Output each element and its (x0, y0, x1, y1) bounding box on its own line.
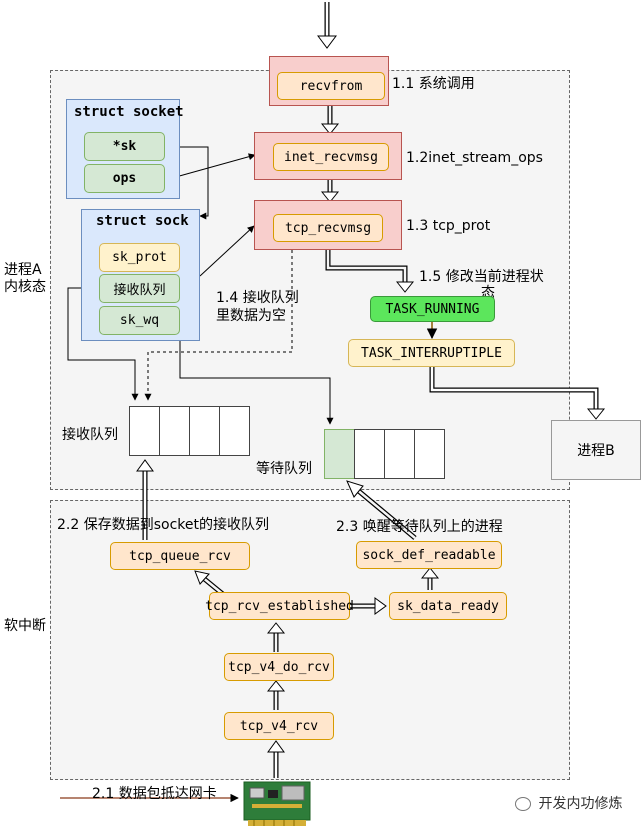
recv-queue-cell (159, 406, 190, 456)
wait-queue-cell (354, 429, 385, 479)
struct-sock-field-skprot: sk_prot (99, 243, 180, 272)
arrow-recvfrom-to-inet (320, 106, 340, 135)
arrow-skdataready-to-sockdef (420, 567, 440, 590)
task-interruptible-node: TASK_INTERRUPTIPLE (348, 339, 515, 367)
recv-queue-cell (219, 406, 250, 456)
arrow-skwq-to-waitqueue (179, 322, 334, 425)
arrow-ops-to-inet (164, 153, 256, 181)
struct-sock-title: struct sock (96, 213, 189, 229)
arrow-established-to-skdataready (350, 597, 387, 615)
tcp-v4-rcv-node: tcp_v4_rcv (224, 712, 334, 740)
label-step-1-2: 1.2inet_stream_ops (406, 150, 543, 166)
recv-queue-cell (129, 406, 160, 456)
softirq-region-label: 软中断 (4, 618, 46, 634)
label-step-1-5-line1: 1.5 修改当前进程状 (419, 269, 544, 285)
arrow-nic-to-v4rcv (267, 740, 285, 778)
arrow-v4rcv-to-dorcv (266, 680, 286, 710)
tcp-rcv-established-node: tcp_rcv_established (205, 592, 354, 620)
recv-queue-cell (189, 406, 220, 456)
wait-queue-cell (384, 429, 415, 479)
label-step-2-1: 2.1 数据包抵达网卡 (92, 786, 217, 802)
arrow-tcp-dashed-to-queue (144, 250, 293, 401)
tcp-v4-do-rcv-node: tcp_v4_do_rcv (224, 653, 334, 681)
process-b-node: 进程B (551, 420, 641, 480)
network-card-icon (243, 781, 311, 826)
struct-socket-field-sk: *sk (84, 132, 165, 161)
label-step-1-1: 1.1 系统调用 (392, 76, 475, 92)
struct-sock-field-recvqueue: 接收队列 (99, 274, 180, 303)
arrow-inet-to-tcp (320, 180, 340, 203)
tcp-queue-rcv-node: tcp_queue_rcv (110, 542, 250, 570)
watermark: 开发内功修炼 (515, 793, 622, 813)
arrow-skprot-to-tcp (199, 225, 255, 277)
arrow-sk-to-sock (165, 146, 209, 220)
label-step-1-3: 1.3 tcp_prot (406, 218, 491, 234)
recv-queue-label: 接收队列 (62, 427, 118, 443)
wechat-icon (515, 797, 531, 811)
arrow-interruptible-to-processb (429, 365, 606, 420)
tcp-recvmsg-node: tcp_recvmsg (273, 214, 383, 242)
arrow-recvfield-to-queue (67, 287, 139, 401)
arrow-queuercv-to-recvqueue (136, 459, 154, 540)
sock-def-readable-node: sock_def_readable (356, 541, 502, 569)
struct-socket-title: struct socket (74, 104, 184, 120)
task-running-node: TASK_RUNNING (370, 296, 495, 322)
label-step-1-4-line1: 1.4 接收队列 (216, 290, 299, 306)
label-step-2-2: 2.2 保存数据到socket的接收队列 (57, 517, 269, 533)
arrow-entry (317, 2, 337, 49)
watermark-text: 开发内功修炼 (538, 796, 623, 812)
wait-queue-cell-head (324, 429, 355, 479)
recvfrom-node: recvfrom (277, 72, 385, 100)
struct-socket-field-ops: ops (84, 164, 165, 193)
arrow-tcp-to-running (325, 248, 415, 293)
sk-data-ready-node: sk_data_ready (389, 592, 507, 620)
wait-queue-cell (414, 429, 445, 479)
inet-recvmsg-node: inet_recvmsg (273, 143, 389, 171)
label-step-1-4-line2: 里数据为空 (216, 308, 286, 324)
kernel-region-label: 进程A 内核态 (4, 262, 46, 295)
struct-sock-field-skwq: sk_wq (99, 306, 180, 335)
arrow-sockdef-to-waitqueue (346, 480, 417, 540)
arrow-dorcv-to-established (266, 622, 286, 652)
label-step-2-3: 2.3 唤醒等待队列上的进程 (336, 519, 503, 535)
wait-queue-label: 等待队列 (256, 461, 312, 477)
